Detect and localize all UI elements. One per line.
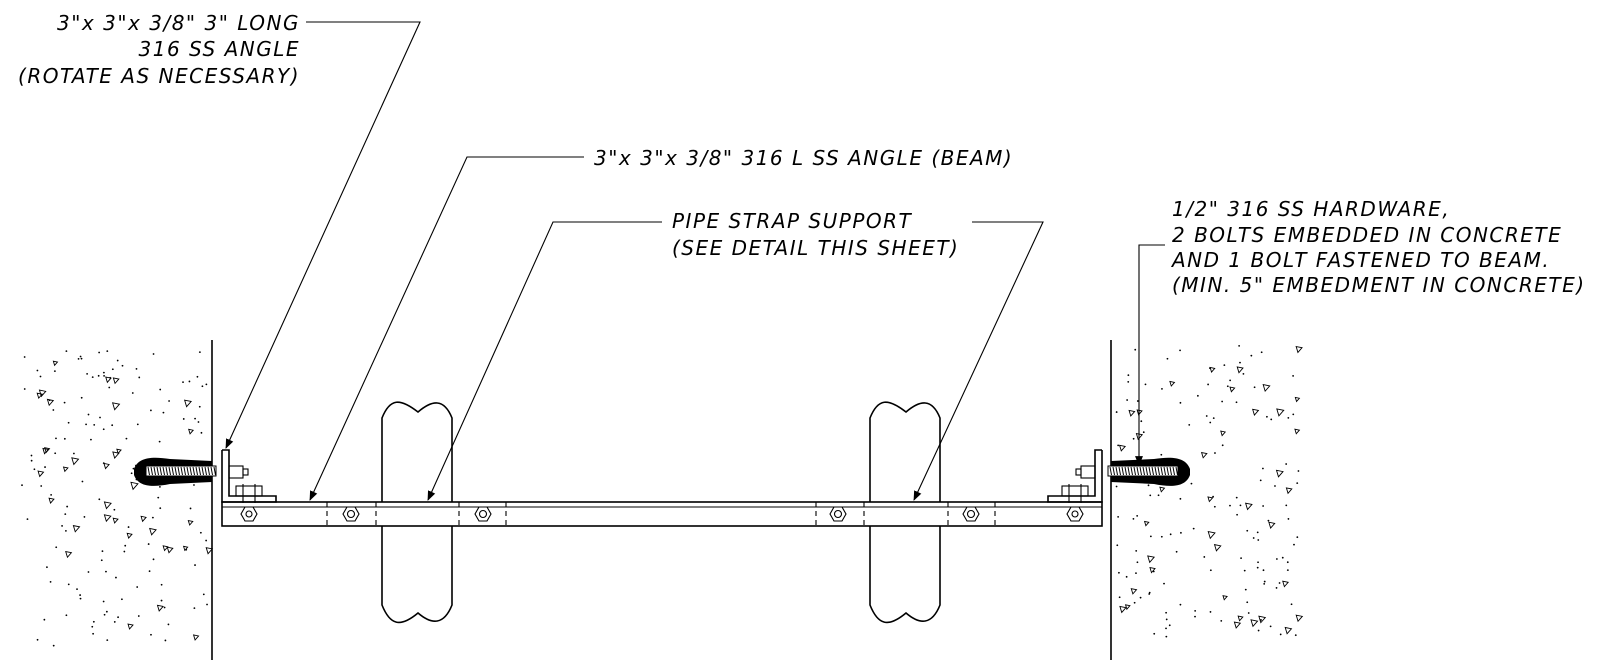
left-end-angle bbox=[221, 449, 277, 503]
right-concrete-stipple bbox=[1115, 344, 1304, 638]
beam-angle bbox=[221, 501, 1103, 527]
callout-strap-line2: (SEE DETAIL THIS SHEET) bbox=[672, 236, 959, 260]
pipe-strap-left bbox=[326, 502, 507, 526]
pipe-strap-right bbox=[815, 502, 996, 526]
right-end-angle bbox=[1047, 449, 1103, 503]
left-concrete-stipple bbox=[21, 350, 214, 647]
callout-strap-line1: PIPE STRAP SUPPORT bbox=[672, 209, 913, 233]
left-anchor-bolt bbox=[134, 457, 249, 486]
leader-hardware bbox=[1135, 244, 1165, 466]
leader-end-angle bbox=[225, 21, 421, 449]
callout-end-angle-line2: 316 SS ANGLE bbox=[139, 37, 301, 61]
right-beam-bolt bbox=[1066, 484, 1084, 522]
strap-nut bbox=[829, 506, 847, 522]
leader-strap-left bbox=[427, 221, 662, 501]
leader-strap-right bbox=[913, 221, 1044, 501]
callout-hardware-line1: 1/2" 316 SS HARDWARE, bbox=[1172, 197, 1450, 221]
right-anchor-bolt bbox=[1075, 457, 1190, 486]
left-concrete-wall bbox=[21, 340, 214, 660]
pipe-right bbox=[869, 401, 941, 624]
callout-end-angle-line1: 3"x 3"x 3/8" 3" LONG bbox=[57, 11, 300, 35]
pipe-left bbox=[381, 401, 453, 624]
strap-nut bbox=[962, 506, 980, 522]
strap-nut bbox=[342, 506, 360, 522]
right-concrete-wall bbox=[1110, 340, 1304, 660]
strap-nut bbox=[474, 506, 492, 522]
callout-hardware-line2: 2 BOLTS EMBEDDED IN CONCRETE bbox=[1172, 223, 1562, 247]
callout-hardware-line4: (MIN. 5" EMBEDMENT IN CONCRETE) bbox=[1172, 273, 1586, 297]
left-beam-bolt bbox=[240, 484, 258, 522]
callout-hardware-line3: AND 1 BOLT FASTENED TO BEAM. bbox=[1170, 248, 1550, 272]
leader-beam bbox=[309, 156, 584, 501]
callout-end-angle-line3: (ROTATE AS NECESSARY) bbox=[18, 64, 300, 88]
callout-beam: 3"x 3"x 3/8" 316 L SS ANGLE (BEAM) bbox=[594, 146, 1013, 170]
